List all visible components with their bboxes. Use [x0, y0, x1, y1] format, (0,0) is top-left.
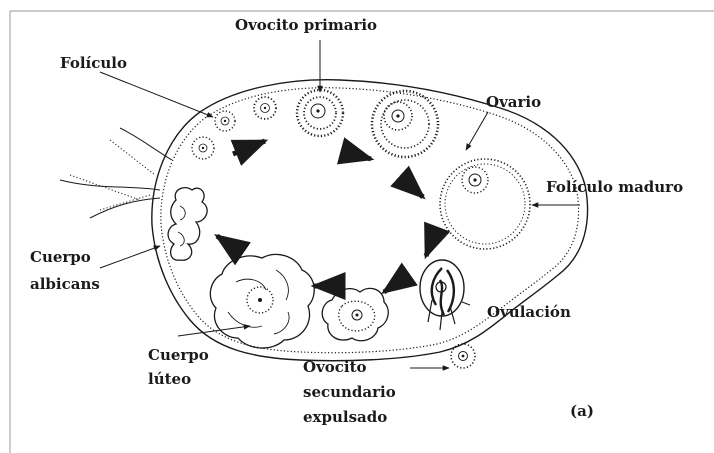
cycle-arrow — [381, 262, 418, 295]
cycle-arrow — [390, 165, 426, 200]
label-cuerpo-luteo-line2: lúteo — [148, 370, 191, 388]
label-ovocito-secundario-line1: Ovocito — [303, 358, 367, 376]
growing-follicle — [370, 89, 440, 159]
label-ovocito-primario: Ovocito primario — [235, 16, 377, 34]
cycle-arrows — [214, 137, 451, 300]
label-cuerpo-luteo-line1: Cuerpo — [148, 346, 209, 364]
cycle-arrow — [423, 221, 451, 260]
label-panel: (a) — [570, 402, 594, 420]
cycle-arrow — [336, 137, 375, 165]
ovulation-site — [419, 259, 465, 331]
label-ovario: Ovario — [486, 93, 541, 111]
early-corpus-luteum — [321, 287, 389, 342]
primary-oocyte-follicle — [295, 88, 345, 138]
secondary-oocyte — [450, 343, 476, 369]
label-ovulacion: Ovulación — [487, 303, 571, 321]
leader-lines — [99, 40, 580, 371]
corpus-albicans — [167, 186, 208, 261]
cycle-arrow — [214, 233, 251, 266]
ovary-outline — [151, 79, 589, 362]
ligament-sketch — [59, 127, 173, 219]
cycle-arrow — [230, 138, 269, 166]
mature-follicle — [439, 158, 531, 250]
label-ovocito-secundario-line3: expulsado — [303, 408, 387, 426]
label-foliculo: Folículo — [60, 54, 127, 72]
corpus-luteum — [209, 253, 315, 349]
label-cuerpo-albicans-line2: albicans — [30, 275, 100, 293]
label-ovocito-secundario-line2: secundario — [303, 383, 396, 401]
label-cuerpo-albicans-line1: Cuerpo — [30, 248, 91, 266]
label-foliculo-maduro: Folículo maduro — [546, 178, 683, 196]
primordial-follicles — [191, 96, 277, 160]
